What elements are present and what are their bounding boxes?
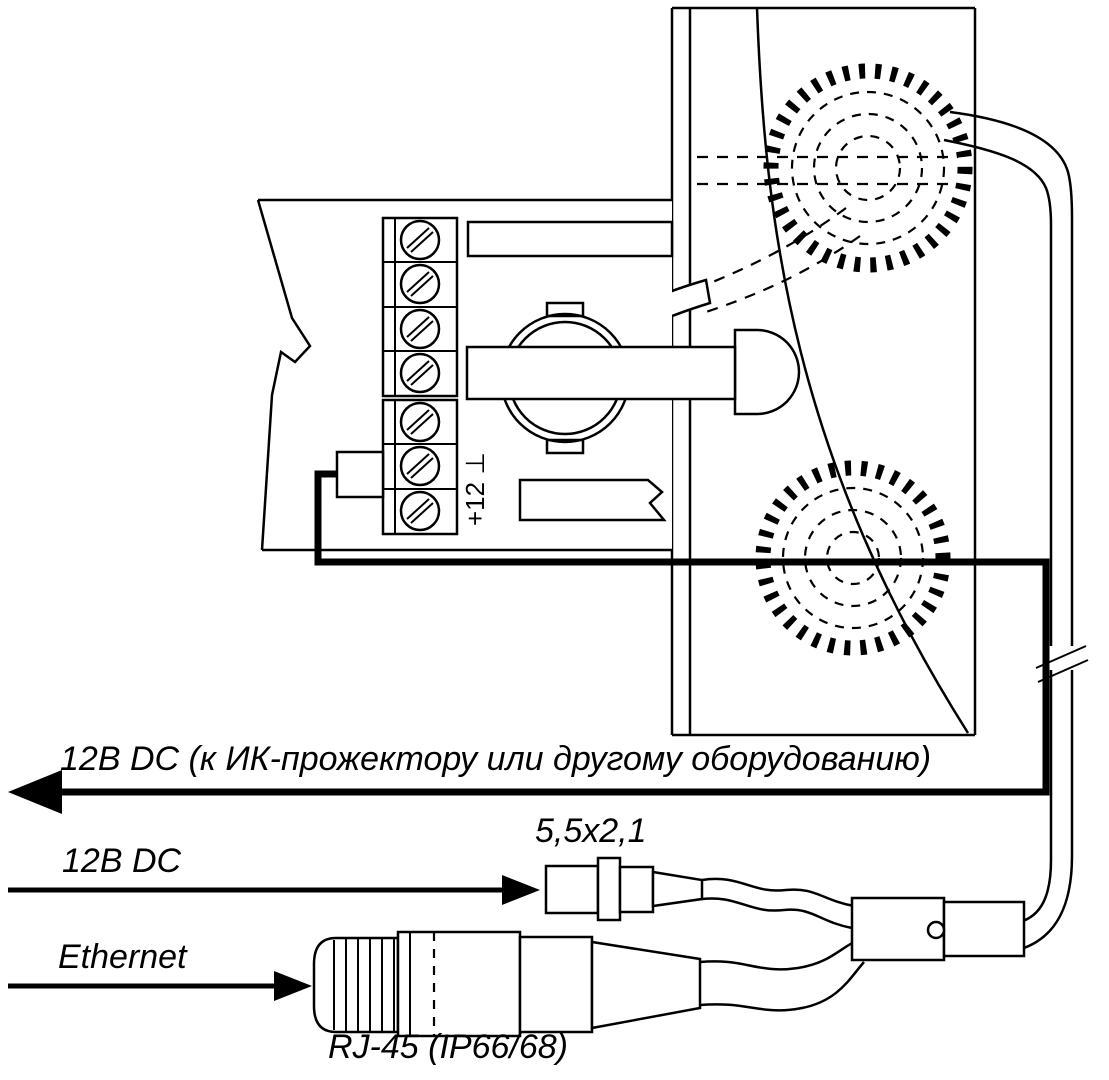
screw-icon <box>399 445 441 487</box>
rj45-plug-icon: RJ-45 (IP66/68) <box>312 930 865 1066</box>
dc-plug-icon: 5,5х2,1 <box>535 812 855 930</box>
round-component-icon <box>499 301 631 455</box>
torn-edge <box>256 199 312 551</box>
screw-icon <box>399 352 441 394</box>
cable-gland-top-icon <box>697 63 973 273</box>
label-plug-size: 5,5х2,1 <box>535 812 647 850</box>
dc-out-wire <box>8 470 1050 814</box>
dome-arc <box>755 7 970 734</box>
terminal-block-lower <box>335 398 459 536</box>
label-rj45: RJ-45 (IP66/68) <box>328 1028 568 1066</box>
screw-icon <box>399 263 441 305</box>
label-12vdc-in: 12В DC <box>62 842 181 880</box>
wire-tab <box>335 450 385 499</box>
screw-icon <box>399 219 441 261</box>
screw-icon <box>399 308 441 350</box>
cable-junction-icon <box>850 896 1026 962</box>
arrow-left-icon <box>8 770 62 814</box>
mount-plate <box>670 6 977 737</box>
screw-icon <box>399 490 441 532</box>
camera-barrel-icon <box>465 328 801 416</box>
arrow-right-icon <box>274 971 312 1001</box>
label-terminal: +12 ⊥ <box>460 452 490 526</box>
screw-icon <box>399 401 441 443</box>
flat-cable-icon <box>518 478 667 522</box>
label-12vdc-out: 12В DC (к ИК-прожектору или другому обор… <box>60 740 931 778</box>
main-cable <box>943 110 1089 950</box>
terminal-block-upper <box>381 216 459 398</box>
label-ethernet: Ethernet <box>58 938 188 976</box>
ethernet-arrow: Ethernet <box>8 938 312 1001</box>
dc-in-arrow: 12В DC <box>8 842 540 905</box>
arrow-right-icon <box>502 875 540 905</box>
board-slot <box>466 220 674 258</box>
cable-gland-bottom-icon <box>755 460 951 656</box>
